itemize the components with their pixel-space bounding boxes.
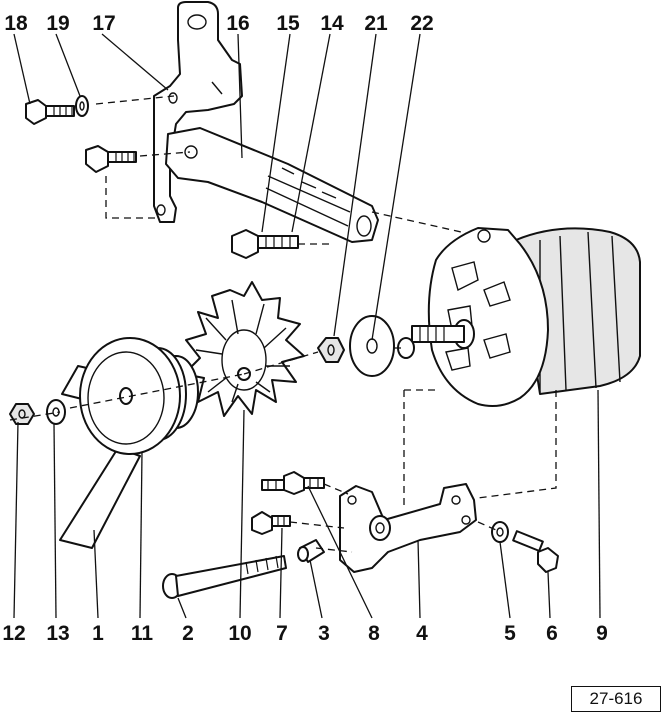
- adjusting-strap: [165, 127, 379, 243]
- label-14: 14: [320, 12, 344, 35]
- cooling-fan: [183, 281, 305, 417]
- label-11: 11: [131, 622, 154, 645]
- label-17: 17: [92, 12, 115, 35]
- label-13: 13: [46, 622, 69, 645]
- sleeve-3: [297, 539, 325, 563]
- lower-mounting-bracket: [339, 483, 477, 573]
- figure-reference-code: 27-616: [571, 686, 661, 712]
- label-6: 6: [546, 622, 558, 645]
- label-21: 21: [364, 12, 388, 35]
- alternator: [397, 227, 641, 407]
- pulley: [79, 337, 199, 455]
- label-9: 9: [596, 622, 608, 645]
- label-1: 1: [92, 622, 104, 645]
- washer-19: [75, 95, 89, 117]
- label-7: 7: [276, 622, 288, 645]
- upper-mounting-bracket: [153, 1, 243, 223]
- label-2: 2: [182, 622, 194, 645]
- nut-12: [9, 403, 35, 425]
- part-labels-bottom: 12 13 1 11 2 10 7 3 8 4 5 6 9: [2, 622, 608, 645]
- bolt-14: [231, 229, 299, 259]
- part-labels-top: 18 19 17 16 15 14 21 22: [4, 12, 433, 35]
- nut-21: [317, 337, 345, 363]
- label-16: 16: [226, 12, 249, 35]
- label-10: 10: [228, 622, 251, 645]
- long-bolt-2: [162, 555, 287, 599]
- washer-5: [491, 521, 509, 543]
- label-22: 22: [410, 12, 433, 35]
- label-5: 5: [504, 622, 516, 645]
- leader-lines: [13, 33, 601, 619]
- bolt-7: [251, 511, 291, 535]
- label-3: 3: [318, 622, 330, 645]
- bolt-18: [25, 99, 75, 125]
- label-4: 4: [416, 622, 428, 645]
- label-12: 12: [2, 622, 25, 645]
- label-15: 15: [276, 12, 300, 35]
- label-8: 8: [368, 622, 380, 645]
- stud-8: [261, 471, 325, 495]
- label-19: 19: [46, 12, 69, 35]
- bolt-bracket: [85, 145, 137, 173]
- washer-13: [46, 399, 66, 425]
- bolt-6: [512, 530, 559, 573]
- label-18: 18: [4, 12, 28, 35]
- spacer-washer-22: [349, 315, 395, 377]
